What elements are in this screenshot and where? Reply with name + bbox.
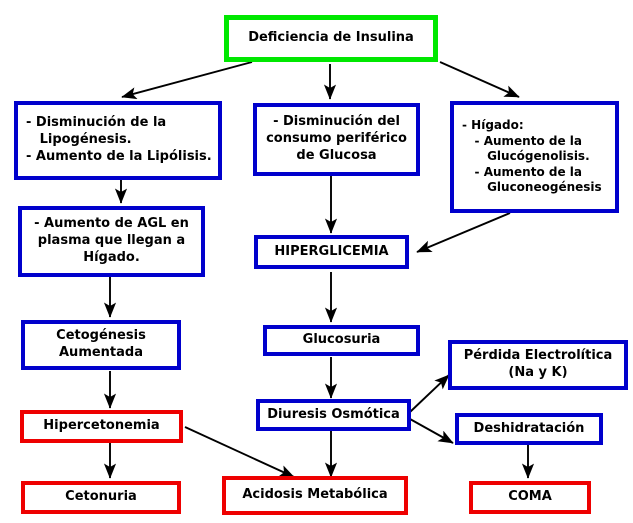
node-consumo-periferico[interactable]: - Disminución del consumo periférico de … xyxy=(253,103,420,176)
node-cetogenesis[interactable]: Cetogénesis Aumentada xyxy=(21,320,181,370)
node-diuresis-osmotica[interactable]: Diuresis Osmótica xyxy=(256,399,411,431)
node-agl-plasma[interactable]: - Aumento de AGL en plasma que llegan a … xyxy=(18,206,205,277)
node-deficiencia-insulina[interactable]: Deficiencia de Insulina xyxy=(224,15,438,62)
node-label: Acidosis Metabólica xyxy=(242,487,388,503)
node-lipogenesis[interactable]: - Disminución de la Lipogénesis. - Aumen… xyxy=(14,101,222,180)
node-label: - Disminución de la Lipogénesis. - Aumen… xyxy=(26,115,212,164)
edge-diuresis-to-deshidratacion xyxy=(409,418,454,444)
node-acidosis-metabolica[interactable]: Acidosis Metabólica xyxy=(222,476,408,515)
node-label: - Hígado: - Aumento de la Glucógenolisis… xyxy=(462,118,602,195)
node-higado[interactable]: - Hígado: - Aumento de la Glucógenolisis… xyxy=(450,101,619,213)
node-cetonuria[interactable]: Cetonuria xyxy=(21,481,181,514)
node-label: Cetonuria xyxy=(65,489,137,505)
node-deshidratacion[interactable]: Deshidratación xyxy=(455,413,603,445)
node-hiperglicemia[interactable]: HIPERGLICEMIA xyxy=(254,235,409,269)
node-label: Cetogénesis Aumentada xyxy=(56,328,146,360)
node-label: Deficiencia de Insulina xyxy=(248,30,414,46)
node-hipercetonemia[interactable]: Hipercetonemia xyxy=(20,410,183,443)
node-label: - Disminución del consumo periférico de … xyxy=(266,114,407,163)
edge-diuresis-to-perdida xyxy=(409,374,450,413)
edge-hipercetonemia-to-acidosis xyxy=(184,426,295,478)
node-coma[interactable]: COMA xyxy=(469,481,591,514)
node-label: COMA xyxy=(508,489,552,505)
node-label: Deshidratación xyxy=(473,420,585,436)
edge-higado-to-hiperglicemia xyxy=(416,212,511,253)
node-label: Hipercetonemia xyxy=(43,418,160,434)
node-perdida-electrolitica[interactable]: Pérdida Electrolítica (Na y K) xyxy=(448,340,628,390)
node-label: - Aumento de AGL en plasma que llegan a … xyxy=(34,216,189,265)
edge-deficiencia-to-higado xyxy=(439,61,520,98)
edge-deficiencia-to-lipogenesis xyxy=(121,61,253,100)
node-label: Diuresis Osmótica xyxy=(267,406,400,422)
node-label: Pérdida Electrolítica (Na y K) xyxy=(463,348,613,380)
node-label: HIPERGLICEMIA xyxy=(274,243,389,259)
node-glucosuria[interactable]: Glucosuria xyxy=(263,325,420,356)
node-label: Glucosuria xyxy=(302,332,381,348)
